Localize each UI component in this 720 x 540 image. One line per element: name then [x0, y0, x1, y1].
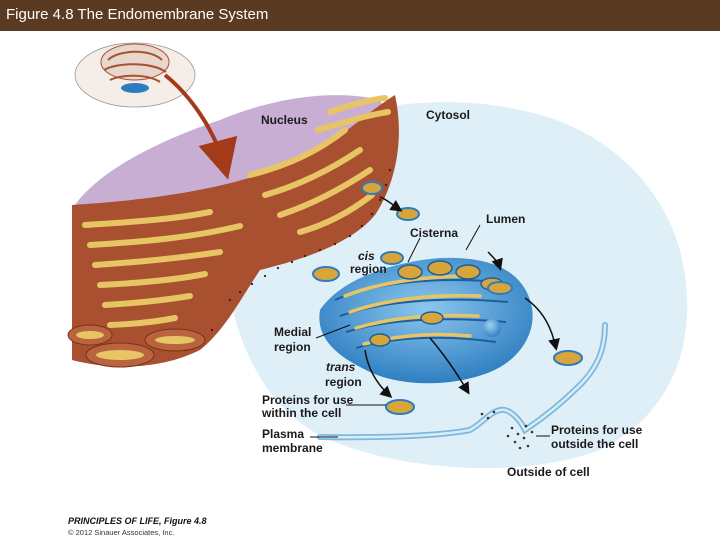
label-proteins-outside-1: Proteins for use — [551, 423, 643, 437]
secreted-proteins — [480, 410, 534, 450]
label-trans-region: region — [325, 375, 362, 389]
label-leader-lines — [310, 224, 550, 438]
label-plasma-1: Plasma — [262, 427, 304, 441]
golgi-apparatus — [319, 257, 533, 384]
label-proteins-outside-2: outside the cell — [551, 437, 638, 451]
rough-er — [67, 95, 399, 368]
pathway-arrows — [364, 196, 560, 399]
label-trans: trans — [326, 360, 356, 374]
label-proteins-within-2: within the cell — [261, 406, 341, 420]
label-cisterna: Cisterna — [410, 226, 458, 240]
plasma-membrane — [317, 322, 608, 441]
slide-title-bar: Figure 4.8 The Endomembrane System — [0, 0, 720, 31]
endomembrane-diagram: Nucleus Cytosol Lumen Cisterna cis regio… — [67, 42, 688, 537]
label-lumen: Lumen — [486, 212, 525, 226]
credit-copyright: © 2012 Sinauer Associates, Inc. — [68, 528, 174, 537]
label-plasma-2: membrane — [262, 441, 323, 455]
label-proteins-within-1: Proteins for use — [262, 393, 354, 407]
label-outside-of-cell: Outside of cell — [507, 465, 590, 479]
cell-thumbnail — [74, 42, 238, 180]
transport-vesicles — [312, 181, 583, 415]
label-nucleus: Nucleus — [261, 113, 308, 127]
slide-title: Figure 4.8 The Endomembrane System — [6, 6, 269, 23]
credit-book: PRINCIPLES OF LIFE, Figure 4.8 — [68, 516, 207, 526]
label-medial-1: Medial — [274, 325, 311, 339]
label-cis-region: region — [350, 262, 387, 276]
label-medial-2: region — [274, 340, 311, 354]
label-cytosol: Cytosol — [426, 108, 470, 122]
label-cis: cis — [358, 249, 375, 263]
